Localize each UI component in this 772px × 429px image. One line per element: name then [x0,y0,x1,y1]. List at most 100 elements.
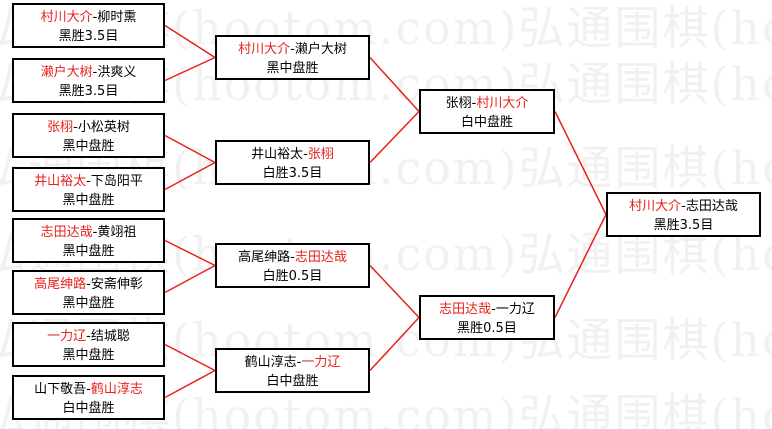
round1-match: 濑户大树-洪爽义黑胜3.5目 [12,58,165,103]
match-result: 黑胜3.5目 [58,84,119,99]
player-1-name: 志田达哉 [439,302,492,317]
round3-match: 张栩-村川大介白中盘胜 [419,89,555,134]
player-2-name: 一力辽 [301,355,341,370]
bracket-connector-line [164,343,216,372]
player-separator: - [92,10,98,25]
bracket-connector-line [554,214,607,318]
match-players: 村川大介-柳时熏 [14,8,163,27]
round1-match: 高尾绅路-安斋伸彰黑中盘胜 [12,270,165,315]
final-match: 村川大介-志田达哉黑胜3.5目 [606,192,761,237]
player-2-name: 一力辽 [495,302,535,317]
bracket-connector-line [554,111,607,215]
player-1-name: 村川大介 [40,10,93,25]
bracket-connector-line [369,316,420,372]
round1-match: 村川大介-柳时熏黑胜3.5目 [12,3,165,48]
match-result: 白胜3.5目 [262,166,323,181]
player-1-name: 志田达哉 [40,225,93,240]
player-2-name: 张栩 [307,147,334,162]
match-result: 白中盘胜 [460,115,513,130]
match-result: 黑中盘胜 [62,193,115,208]
player-2-name: 濑户大树 [294,42,347,57]
match-result: 黑中盘胜 [266,61,319,76]
player-separator: - [92,225,98,240]
player-2-name: 鹤山淳志 [90,382,143,397]
match-result: 白中盘胜 [266,374,319,389]
player-separator: - [92,65,98,80]
player-1-name: 一力辽 [47,329,87,344]
match-players: 高尾绅路-志田达哉 [217,248,368,267]
player-1-name: 村川大介 [629,199,682,214]
player-1-name: 张栩 [47,120,74,135]
bracket-connector-line [164,264,216,294]
player-separator: - [303,147,308,162]
match-result: 白中盘胜 [62,401,115,416]
player-1-name: 高尾绅路 [238,250,291,265]
match-result: 黑胜3.5目 [653,218,714,233]
bracket-connector-line [164,56,216,82]
player-separator: - [86,382,91,397]
bracket-connector-line [369,264,420,319]
bracket-connector-line [164,369,216,399]
player-separator: - [290,250,295,265]
player-2-name: 小松英树 [77,120,130,135]
match-result: 黑中盘胜 [62,348,115,363]
match-players: 高尾绅路-安斋伸彰 [14,275,163,294]
player-1-name: 张栩 [445,96,472,111]
player-separator: - [681,199,686,214]
match-result: 白胜0.5目 [262,269,323,284]
player-2-name: 安斋伸彰 [90,277,143,292]
bracket-connector-line [164,24,216,59]
player-separator: - [73,120,78,135]
match-players: 张栩-村川大介 [421,94,553,113]
player-1-name: 井山裕太 [34,174,87,189]
round2-match: 高尾绅路-志田达哉白胜0.5目 [215,243,370,288]
match-players: 井山裕太-张栩 [217,145,368,164]
player-1-name: 山下敬吾 [34,382,87,397]
player-2-name: 黄翊祖 [97,225,137,240]
player-1-name: 井山裕太 [251,147,304,162]
round3-match: 志田达哉-一力辽黑胜0.5目 [419,295,555,340]
player-separator: - [86,174,91,189]
player-2-name: 志田达哉 [294,250,347,265]
player-2-name: 志田达哉 [685,199,738,214]
bracket-connector-line [164,134,216,164]
match-players: 村川大介-志田达哉 [608,197,759,216]
player-1-name: 村川大介 [238,42,291,57]
player-1-name: 鹤山淳志 [244,355,297,370]
player-2-name: 村川大介 [476,96,529,111]
match-players: 一力辽-结城聪 [14,327,163,346]
player-separator: - [296,355,302,370]
player-2-name: 下岛阳平 [90,174,143,189]
bracket-connector-line [164,239,216,267]
bracket-connector-line [369,110,420,164]
player-1-name: 高尾绅路 [34,277,87,292]
round2-match: 鹤山淳志-一力辽白中盘胜 [215,348,370,393]
round1-match: 山下敬吾-鹤山淳志白中盘胜 [12,375,165,420]
match-players: 濑户大树-洪爽义 [14,63,163,82]
player-separator: - [86,277,91,292]
match-players: 志田达哉-一力辽 [421,300,553,319]
match-result: 黑中盘胜 [62,244,115,259]
round1-match: 井山裕太-下岛阳平黑中盘胜 [12,167,165,212]
match-players: 鹤山淳志-一力辽 [217,353,368,372]
match-players: 张栩-小松英树 [14,118,163,137]
match-players: 村川大介-濑户大树 [217,40,368,59]
bracket-connector-line [369,56,420,113]
player-2-name: 洪爽义 [97,65,137,80]
player-separator: - [86,329,91,344]
match-result: 黑中盘胜 [62,296,115,311]
round1-match: 张栩-小松英树黑中盘胜 [12,113,165,158]
match-players: 井山裕太-下岛阳平 [14,172,163,191]
player-2-name: 柳时熏 [97,10,137,25]
player-1-name: 濑户大树 [40,65,93,80]
round2-match: 井山裕太-张栩白胜3.5目 [215,140,370,185]
match-result: 黑胜0.5目 [457,321,517,336]
match-result: 黑胜3.5目 [58,29,119,44]
player-separator: - [290,42,295,57]
match-players: 志田达哉-黄翊祖 [14,223,163,242]
bracket-connector-line [164,161,216,191]
player-separator: - [471,96,477,111]
player-separator: - [491,302,496,317]
